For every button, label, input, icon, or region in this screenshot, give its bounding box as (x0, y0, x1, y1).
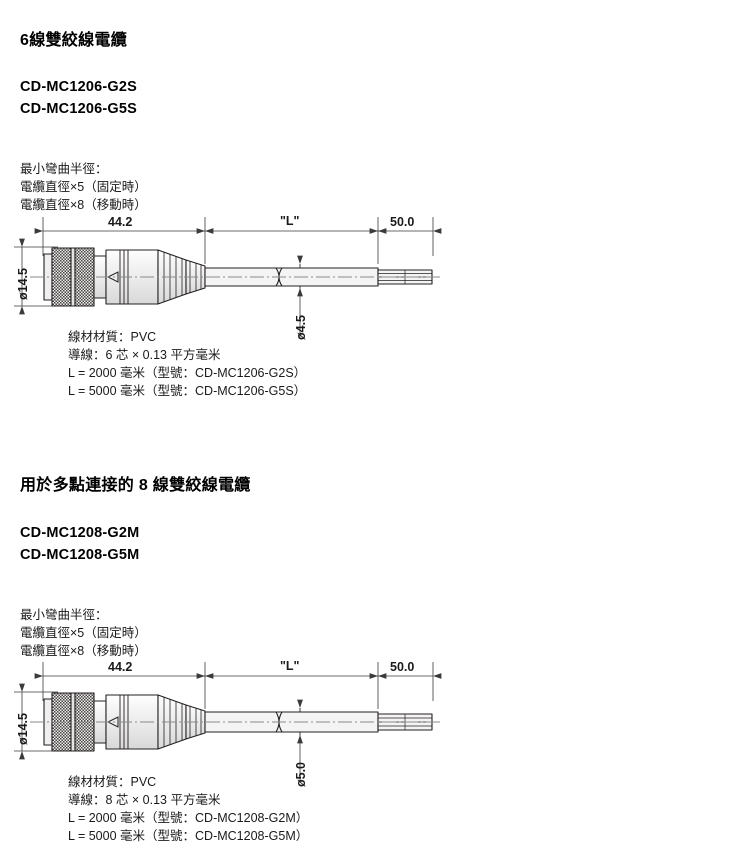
spec-line: 導線：6 芯 × 0.13 平方毫米 (68, 348, 221, 362)
spec-line: 導線：8 芯 × 0.13 平方毫米 (68, 793, 221, 807)
model-number: CD-MC1206-G2S (20, 79, 138, 95)
dimension-connector-diameter: ø14.5 (16, 713, 30, 745)
spec-line: L = 5000 毫米（型號：CD-MC1206-G5S） (68, 384, 307, 398)
model-number: CD-MC1208-G2M (20, 525, 140, 541)
dimension-cable-diameter: ø4.5 (294, 314, 308, 340)
spec-line: L = 2000 毫米（型號：CD-MC1206-G2S） (68, 366, 307, 380)
section-heading: 6線雙絞線電纜 (20, 32, 127, 49)
bend-radius-note: 電纜直徑×8（移動時） (20, 198, 147, 212)
bend-radius-note: 最小彎曲半徑： (20, 608, 108, 622)
spec-line: L = 5000 毫米（型號：CD-MC1208-G5M） (68, 829, 309, 843)
bend-radius-note: 電纜直徑×5（固定時） (20, 626, 147, 640)
cable-drawing (14, 217, 442, 337)
dimension-connector-diameter: ø14.5 (16, 268, 30, 300)
dimension-cable-length: "L" (280, 214, 300, 228)
dimension-cable-diameter: ø5.0 (294, 761, 308, 787)
model-number: CD-MC1208-G5M (20, 547, 140, 563)
dimension-tail-length: 50.0 (390, 660, 415, 674)
model-number: CD-MC1206-G5S (20, 101, 138, 117)
dimension-connector-length: 44.2 (108, 215, 133, 229)
bend-radius-note: 電纜直徑×5（固定時） (20, 180, 147, 194)
cable-drawing (14, 662, 442, 782)
dimension-tail-length: 50.0 (390, 215, 415, 229)
spec-line: 線材材質：PVC (68, 775, 157, 789)
bend-radius-note: 最小彎曲半徑： (20, 162, 108, 176)
dimension-cable-length: "L" (280, 659, 300, 673)
spec-line: L = 2000 毫米（型號：CD-MC1208-G2M） (68, 811, 309, 825)
spec-line: 線材材質：PVC (68, 330, 157, 344)
bend-radius-note: 電纜直徑×8（移動時） (20, 644, 147, 658)
section-heading: 用於多點連接的 8 線雙絞線電纜 (20, 477, 251, 494)
dimension-connector-length: 44.2 (108, 660, 133, 674)
